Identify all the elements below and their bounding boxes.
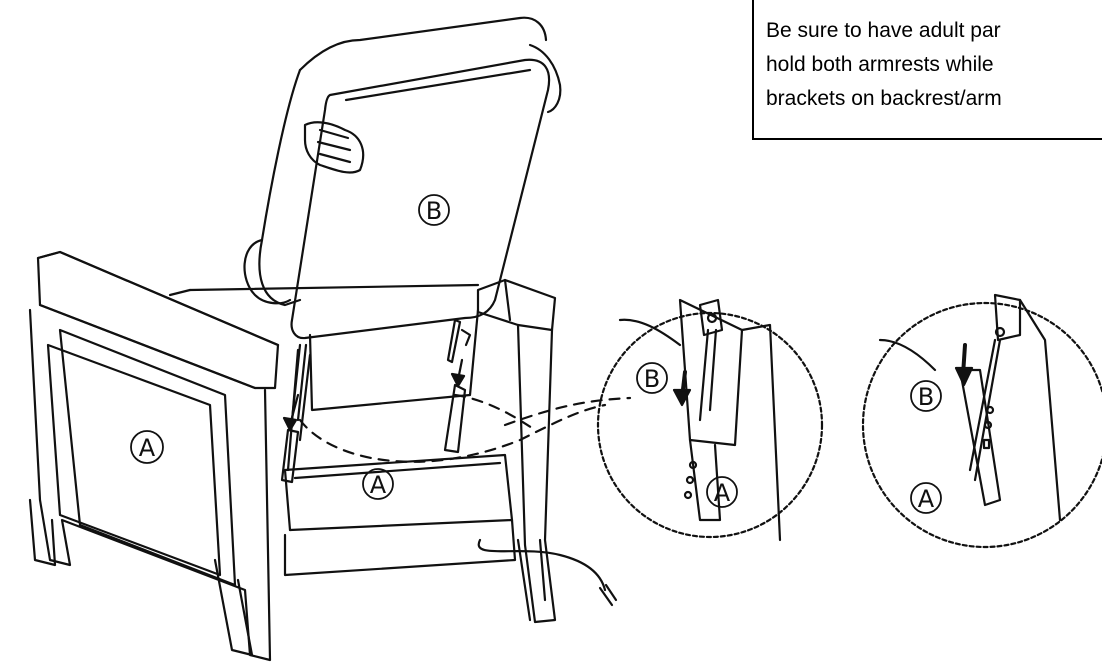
seat-front-rail bbox=[283, 518, 517, 577]
label-armrest: A bbox=[139, 434, 156, 462]
label-circle-d2-a bbox=[910, 482, 942, 514]
detail-circle-1 bbox=[596, 311, 824, 539]
note-line-3: brackets on backrest/arm bbox=[766, 87, 1002, 110]
leader-dashed-2 bbox=[453, 393, 537, 432]
label-detail2-a: A bbox=[918, 485, 935, 513]
bracket-left bbox=[280, 343, 308, 484]
label-detail2-b: B bbox=[918, 383, 934, 411]
armrest-left-panel bbox=[28, 308, 272, 662]
note-line-1: Be sure to have adult par bbox=[766, 19, 1001, 42]
label-circle-d1-a bbox=[706, 476, 738, 508]
label-detail1-a: A bbox=[714, 479, 731, 507]
backrest-cushion bbox=[258, 68, 302, 307]
backrest-panel bbox=[290, 58, 551, 340]
label-detail1-b: B bbox=[644, 365, 660, 393]
power-cord bbox=[477, 538, 607, 592]
detail-circle-2 bbox=[861, 301, 1102, 549]
label-circle-seat bbox=[362, 468, 394, 500]
warning-note-box: Be sure to have adult par hold both armr… bbox=[752, 0, 1102, 140]
leader-dashed-1 bbox=[298, 403, 607, 463]
label-circle-armrest bbox=[130, 430, 164, 464]
label-seat: A bbox=[370, 471, 387, 499]
note-line-2: hold both armrests while bbox=[766, 53, 994, 76]
bracket-right bbox=[443, 318, 467, 454]
label-backrest: B bbox=[426, 197, 442, 225]
armrest-right bbox=[476, 278, 557, 624]
label-circle-d2-b bbox=[910, 380, 942, 412]
label-circle-d1-b bbox=[636, 362, 668, 394]
label-circle-backrest bbox=[418, 194, 450, 226]
